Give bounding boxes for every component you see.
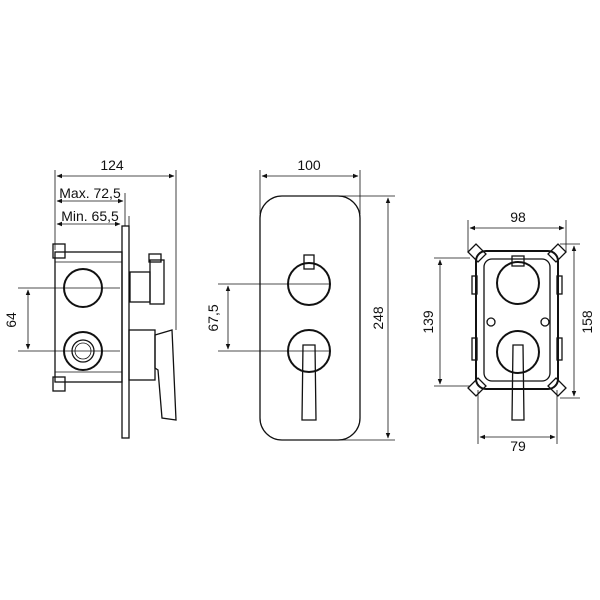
side-lever-base <box>128 329 156 381</box>
dim-plate-height: 248 <box>370 306 386 330</box>
box-lever <box>511 344 525 421</box>
box-port-upper <box>496 261 540 305</box>
side-wall-plate <box>121 225 130 439</box>
dim-lower-width: 79 <box>510 438 526 454</box>
box-lug-bottom-left <box>467 377 487 397</box>
dim-knob-spacing: 67,5 <box>205 304 221 331</box>
front-view: 67,5 100 248 <box>205 157 395 441</box>
front-plate <box>259 195 361 441</box>
box-hole-left <box>486 317 496 327</box>
dim-max-depth: Max. 72,5 <box>59 185 121 201</box>
side-knob-stem <box>129 271 151 303</box>
box-lug-bottom-right <box>547 377 567 397</box>
side-box-body <box>54 251 123 383</box>
box-lug-top-left <box>467 243 487 263</box>
dim-box-width: 98 <box>510 209 526 225</box>
box-hole-right <box>540 317 550 327</box>
dim-plate-width: 100 <box>297 157 321 173</box>
dim-min-depth: Min. 65,5 <box>61 208 119 224</box>
dim-overall-width: 124 <box>100 157 124 173</box>
side-view: 64 124 Max. 72,5 Min. 65,5 <box>3 157 177 439</box>
dim-box-height: 158 <box>579 310 595 334</box>
side-lever <box>154 329 177 421</box>
dim-inner-height: 139 <box>420 310 436 334</box>
side-tab-top <box>52 243 66 259</box>
box-outer <box>475 250 559 390</box>
side-knob-cap <box>149 259 165 305</box>
box-port-lower <box>496 330 540 374</box>
box-inner <box>483 258 551 382</box>
dim-port-spacing: 64 <box>3 312 19 328</box>
front-knob-upper-tab <box>303 254 315 270</box>
box-view: 98 139 158 79 <box>420 209 595 454</box>
front-lever <box>301 344 317 421</box>
side-tab-bottom <box>52 376 66 392</box>
